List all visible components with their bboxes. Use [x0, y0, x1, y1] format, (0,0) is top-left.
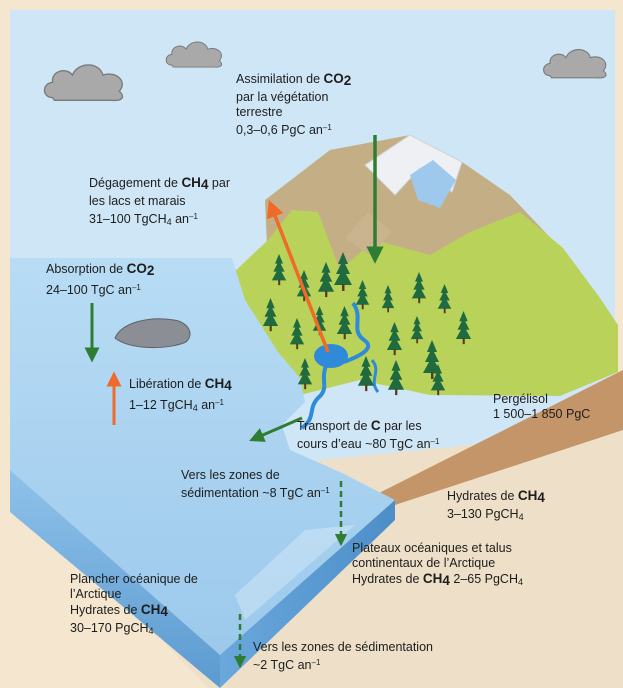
- rock-icon: [114, 318, 191, 349]
- label-shelves: Plateaux océaniques et talus continentau…: [352, 541, 524, 588]
- valley-face: [345, 212, 392, 255]
- sea-shelf-highlight: [235, 525, 355, 620]
- river-transport-arrow: [249, 416, 303, 442]
- lake-emission-arrow: [267, 199, 330, 353]
- label-co2-absorption: Absorption de CO2 24–100 TgC an–1: [46, 261, 155, 297]
- label-veg-uptake: Assimilation de CO2 par la végétation te…: [236, 71, 352, 137]
- sea-side-face: [220, 500, 395, 688]
- label-sedimentation-2: Vers les zones de sédimentation ~2 TgC a…: [253, 640, 433, 672]
- arctic-sea: [10, 258, 395, 655]
- label-ch4-release: Libération de CH4 1–12 TgCH4 an–1: [129, 376, 232, 413]
- glacier: [410, 160, 456, 208]
- sea-front-face: [10, 470, 220, 688]
- label-land-hydrates: Hydrates de CH4 3–130 PgCH4: [447, 488, 545, 522]
- river-icon: [370, 359, 380, 393]
- river-icon: [300, 365, 328, 430]
- label-sedimentation-8: Vers les zones de sédimentation ~8 TgC a…: [181, 468, 330, 500]
- green-land: [215, 210, 618, 396]
- permafrost-layer: [375, 370, 623, 505]
- label-river-transport: Transport de C par les cours d’eau ~80 T…: [297, 418, 440, 451]
- river-icon: [343, 301, 371, 364]
- lake-icon: [314, 344, 348, 368]
- label-permafrost: Pergélisol 1 500–1 850 PgC: [493, 392, 591, 421]
- label-ocean-floor: Plancher océanique de l’Arctique Hydrate…: [70, 572, 198, 636]
- label-lakes: Dégagement de CH4 par les lacs et marais…: [89, 175, 230, 227]
